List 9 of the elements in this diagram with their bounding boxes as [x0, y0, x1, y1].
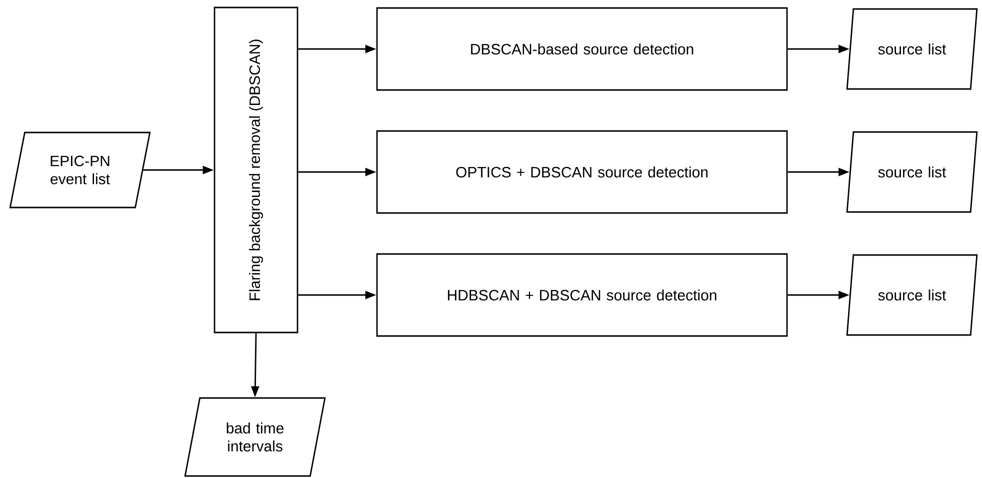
data-parallelogram: source list [846, 8, 978, 90]
process-box: DBSCAN-based source detection [376, 7, 788, 91]
data-parallelogram: source list [846, 131, 978, 213]
data-parallelogram: source list [846, 254, 978, 336]
process-box: OPTICS + DBSCAN source detection [376, 130, 788, 214]
process-box: Flaring background removal (DBSCAN) [214, 6, 298, 334]
data-parallelogram: EPIC-PN event list [9, 132, 151, 208]
data-parallelogram: bad time intervals [184, 397, 326, 477]
process-box: HDBSCAN + DBSCAN source detection [376, 253, 788, 337]
